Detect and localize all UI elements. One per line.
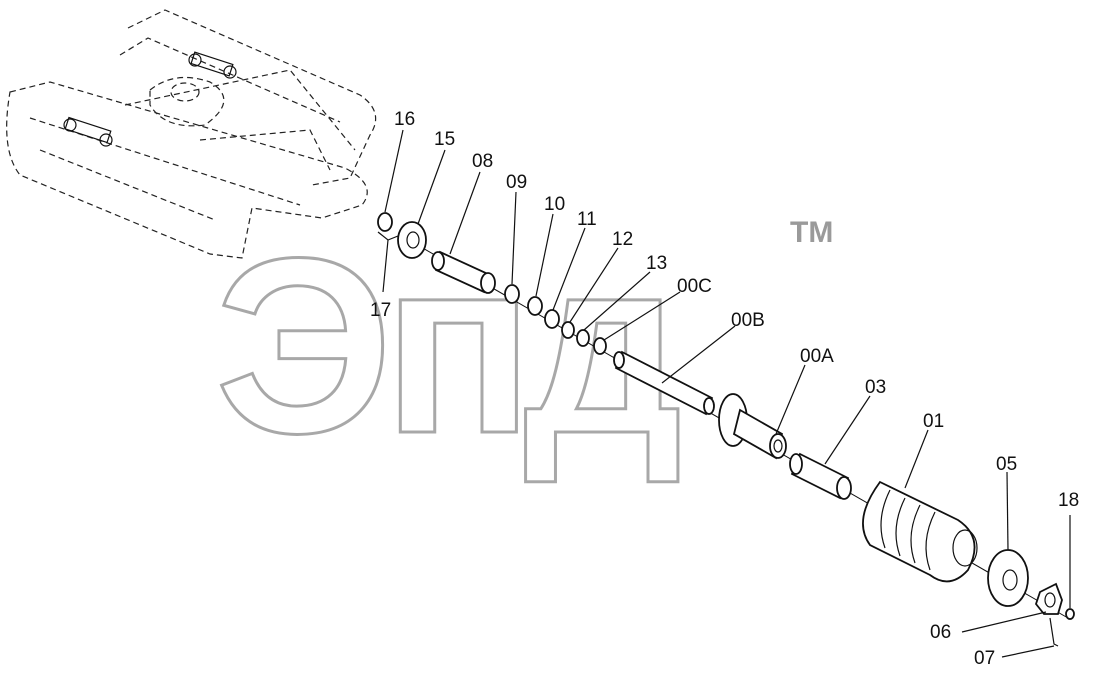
leader-06 [961, 611, 1047, 633]
label-05: 05 [996, 454, 1017, 475]
part-18-pin [1065, 608, 1075, 620]
leader-00C [603, 291, 681, 341]
part-11-ring [544, 309, 560, 329]
idler-bolt-bottom [63, 116, 113, 147]
label-03: 03 [865, 377, 886, 398]
label-09: 09 [506, 172, 527, 193]
leader-08 [449, 171, 481, 255]
part-13-ring [576, 329, 590, 347]
leader-00B [661, 325, 736, 384]
leader-10 [535, 213, 554, 297]
part-07-cotter [1049, 617, 1059, 647]
leader-lines [382, 129, 1071, 658]
label-12: 12 [612, 229, 633, 250]
leader-00A [775, 364, 806, 435]
part-00C-ring [593, 337, 607, 355]
part-01-spring [862, 480, 978, 583]
leader-07 [1001, 645, 1055, 658]
leader-15 [417, 149, 446, 225]
trademark-symbol: TM [790, 216, 833, 249]
part-16-ring [377, 212, 393, 232]
part-06-nut [1034, 582, 1063, 615]
idler-bolt-top [188, 51, 237, 79]
part-08-bushing [431, 250, 496, 294]
label-07: 07 [974, 648, 995, 669]
part-15-flange [397, 221, 427, 259]
watermark-text: Эпд [215, 206, 679, 485]
part-05-washer [987, 549, 1029, 607]
part-09-ring [504, 284, 520, 304]
leader-13 [583, 271, 651, 331]
part-10-ring [527, 296, 543, 316]
leader-17 [382, 239, 389, 293]
leader-11 [552, 227, 586, 311]
leader-16 [384, 129, 404, 213]
label-11: 11 [577, 209, 597, 230]
leader-03 [824, 395, 871, 465]
part-12-ring [561, 321, 575, 339]
label-00A: 00A [800, 346, 834, 367]
label-08: 08 [472, 151, 493, 172]
label-18: 18 [1058, 490, 1079, 511]
label-13: 13 [646, 253, 667, 274]
leader-01 [904, 429, 929, 489]
label-16: 16 [394, 109, 415, 130]
label-00B: 00B [731, 310, 765, 331]
label-00C: 00C [677, 276, 712, 297]
label-10: 10 [544, 194, 565, 215]
label-15: 15 [434, 129, 455, 150]
leader-12 [569, 247, 619, 323]
part-00A-idler-hub [718, 393, 787, 460]
part-labels: 16 15 08 09 10 11 12 13 00C 00B 00A 03 0… [370, 109, 1079, 669]
label-06: 06 [930, 622, 951, 643]
part-03-sleeve [789, 452, 852, 500]
watermark: Эпд TM [214, 205, 834, 487]
leader-05 [1006, 471, 1009, 551]
undercarriage-context [6, 9, 377, 259]
part-00B-shaft [613, 350, 715, 416]
label-01: 01 [923, 411, 944, 432]
label-17: 17 [370, 300, 391, 321]
leader-09 [511, 191, 517, 285]
